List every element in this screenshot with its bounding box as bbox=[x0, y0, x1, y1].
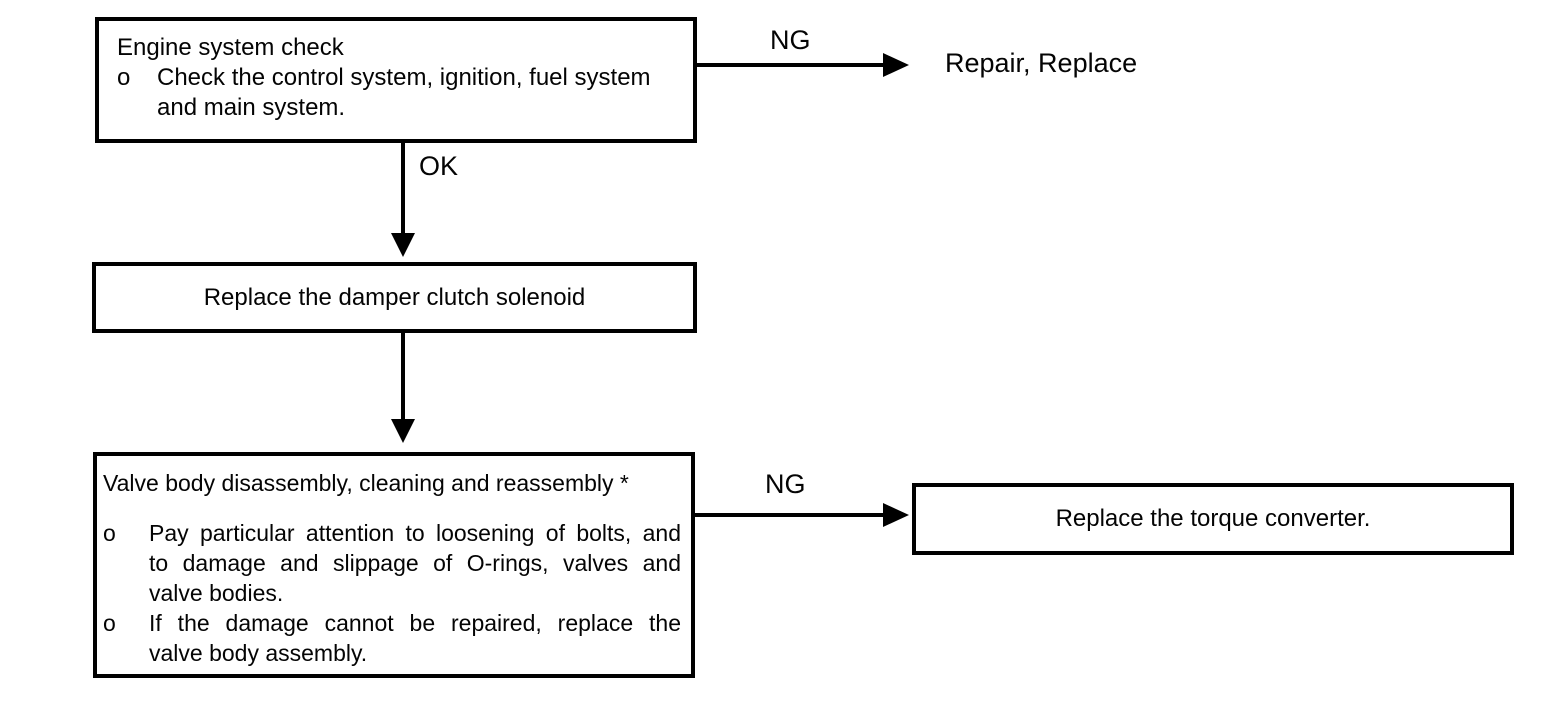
label-ng-bottom: NG bbox=[765, 469, 806, 499]
valve-bullet-list: o Pay particular attention to loosening … bbox=[103, 518, 681, 668]
arrow-ok-head bbox=[391, 233, 415, 257]
box-valve-body-disassembly: Valve body disassembly, cleaning and rea… bbox=[93, 452, 695, 678]
box-replace-torque-converter: Replace the torque converter. bbox=[912, 483, 1514, 555]
bullet-line: to damage and slippage of O-rings, valve… bbox=[149, 550, 681, 576]
bullet-line: If the damage cannot be repaired, replac… bbox=[149, 610, 681, 636]
arrow-down-line bbox=[401, 333, 405, 421]
arrow-down-head bbox=[391, 419, 415, 443]
valve-bullet-item: o If the damage cannot be repaired, repl… bbox=[103, 608, 681, 668]
label-repair-replace: Repair, Replace bbox=[945, 48, 1138, 78]
arrow-ng-bottom-head bbox=[883, 503, 909, 527]
label-ng-top: NG bbox=[770, 25, 811, 55]
bullet-marker: o bbox=[117, 64, 131, 91]
label-ok: OK bbox=[419, 151, 459, 181]
valve-bullet-item: o Pay particular attention to loosening … bbox=[103, 518, 681, 608]
bullet-text: Pay particular attention to loosening of… bbox=[149, 518, 681, 608]
bullet-line: Pay particular attention to loosening of… bbox=[149, 520, 681, 546]
bullet-line: and main system. bbox=[157, 94, 346, 121]
arrow-ng-top-line bbox=[697, 63, 885, 67]
bullet-text: Check the control system, ignition, fuel… bbox=[157, 63, 677, 123]
bullet-marker: o bbox=[103, 610, 116, 636]
box-damper-text: Replace the damper clutch solenoid bbox=[203, 283, 586, 311]
bullet-text: If the damage cannot be repaired, replac… bbox=[149, 608, 681, 668]
box-valve-heading: Valve body disassembly, cleaning and rea… bbox=[103, 470, 629, 496]
box-torque-text: Replace the torque converter. bbox=[1055, 505, 1371, 532]
arrow-ng-bottom-line bbox=[695, 513, 885, 517]
engine-bullet-item: o Check the control system, ignition, fu… bbox=[117, 63, 677, 123]
arrow-ok-line bbox=[401, 143, 405, 235]
bullet-marker: o bbox=[103, 520, 116, 546]
box-replace-damper-clutch-solenoid: Replace the damper clutch solenoid bbox=[92, 262, 697, 333]
bullet-line: Check the control system, ignition, fuel… bbox=[157, 64, 651, 91]
box-engine-system-check: Engine system check o Check the control … bbox=[95, 17, 697, 143]
box-engine-title: Engine system check bbox=[117, 34, 344, 61]
bullet-line: valve bodies. bbox=[149, 580, 284, 606]
bullet-line: valve body assembly. bbox=[149, 640, 368, 666]
arrow-ng-top-head bbox=[883, 53, 909, 77]
